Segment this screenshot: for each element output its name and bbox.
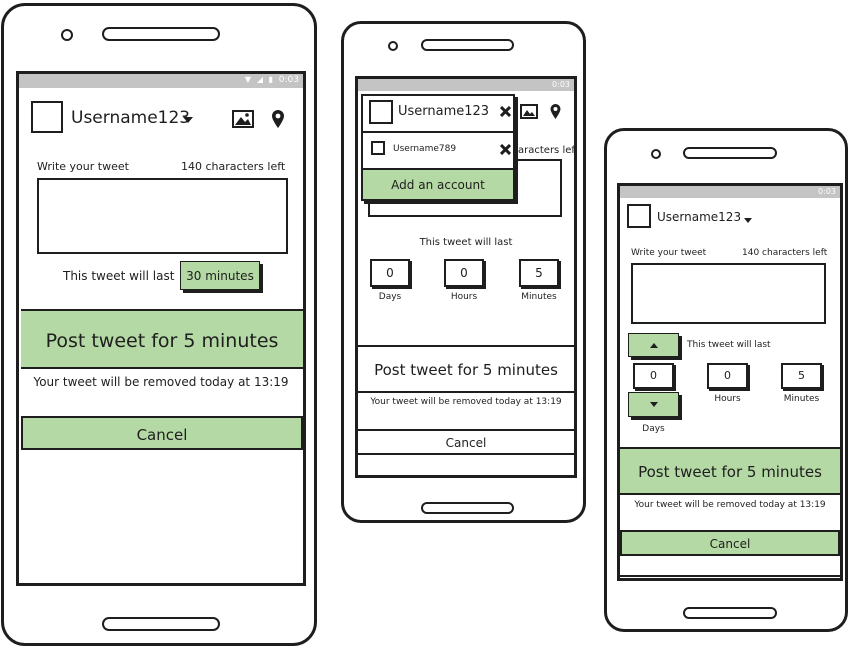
phone-mockup-3: 0:03 Username123 Write your tweet 140 ch… [604, 128, 848, 632]
phone2-screen: 0:03 aracters left This tweet will last … [355, 76, 577, 478]
write-tweet-label: Write your tweet [631, 248, 707, 258]
tweet-textarea[interactable] [37, 178, 288, 254]
minutes-label: Minutes [521, 292, 557, 302]
close-x-icon[interactable] [500, 144, 511, 155]
days-input[interactable]: 0 [633, 363, 674, 389]
arrow-up-button[interactable] [628, 333, 679, 357]
wifi-icon: ▼ [244, 75, 251, 84]
add-account-button[interactable]: Add an account [363, 168, 513, 199]
post-tweet-button[interactable]: Post tweet for 5 minutes [358, 345, 574, 393]
arrow-down-button[interactable] [628, 392, 679, 417]
duration-label: This tweet will last [63, 269, 175, 283]
phone-mockup-2: 0:03 aracters left This tweet will last … [341, 21, 586, 523]
home-button[interactable] [102, 617, 220, 631]
duration-select-button[interactable]: 30 minutes [180, 261, 260, 290]
post-tweet-button[interactable]: Post tweet for 5 minutes [620, 447, 840, 495]
signal-icon: ◢ [256, 75, 263, 84]
other-account-name[interactable]: Username789 [393, 144, 457, 154]
image-icon[interactable] [520, 104, 538, 119]
account-switcher-dropdown: Username123 Username789 Add an account [361, 94, 515, 201]
status-bar: 0:03 [358, 79, 574, 91]
days-label: Days [378, 292, 402, 302]
characters-left-label: 140 characters left [742, 248, 828, 258]
minutes-input[interactable]: 5 [519, 259, 559, 287]
days-input[interactable]: 0 [370, 259, 410, 287]
speaker-grille [102, 27, 220, 41]
minutes-input[interactable]: 5 [781, 363, 822, 389]
location-pin-icon[interactable] [270, 109, 286, 129]
status-bar: ▼ ◢ ▮ 0:03 [19, 74, 303, 88]
home-button[interactable] [683, 607, 777, 619]
days-label: Days [642, 424, 665, 434]
battery-icon: ▮ [268, 75, 273, 84]
post-tweet-button[interactable]: Post tweet for 5 minutes [21, 309, 303, 369]
close-x-icon[interactable] [500, 106, 511, 117]
cancel-button[interactable]: Cancel [358, 429, 574, 455]
home-button[interactable] [421, 502, 514, 514]
divider [620, 575, 840, 577]
camera-icon [388, 41, 398, 51]
speaker-grille [421, 39, 514, 51]
divider [363, 131, 513, 133]
removal-note: Your tweet will be removed today at 13:1… [33, 375, 289, 389]
camera-icon [651, 149, 661, 159]
cancel-button[interactable]: Cancel [21, 416, 303, 450]
dropdown-caret-icon[interactable] [183, 117, 193, 123]
hours-input[interactable]: 0 [444, 259, 484, 287]
arrow-up-icon [650, 343, 658, 348]
avatar[interactable] [369, 100, 393, 124]
camera-icon [61, 29, 73, 41]
phone1-screen: ▼ ◢ ▮ 0:03 Username123 Write your tweet … [16, 71, 306, 586]
duration-label: This tweet will last [419, 237, 513, 248]
image-icon[interactable] [232, 110, 254, 128]
dropdown-caret-icon[interactable] [744, 218, 752, 223]
minutes-label: Minutes [783, 394, 820, 404]
removal-note: Your tweet will be removed today at 13:1… [370, 397, 562, 407]
status-time: 0:03 [818, 187, 836, 196]
status-time: 0:03 [552, 80, 570, 89]
location-pin-icon[interactable] [549, 103, 562, 120]
avatar[interactable] [627, 204, 651, 228]
removal-note: Your tweet will be removed today at 13:1… [634, 500, 826, 510]
write-tweet-label: Write your tweet [37, 160, 129, 173]
username-label[interactable]: Username123 [657, 210, 742, 224]
characters-left-partial: aracters left [518, 145, 577, 156]
avatar[interactable] [31, 101, 63, 133]
phone3-screen: 0:03 Username123 Write your tweet 140 ch… [617, 183, 843, 581]
cancel-button[interactable]: Cancel [620, 530, 840, 556]
phone-mockup-1: ▼ ◢ ▮ 0:03 Username123 Write your tweet … [1, 3, 317, 646]
username-label[interactable]: Username123 [71, 108, 191, 128]
arrow-down-icon [650, 402, 658, 407]
current-account-name[interactable]: Username123 [398, 104, 490, 119]
speaker-grille [683, 147, 777, 159]
hours-label: Hours [450, 292, 478, 302]
hours-label: Hours [714, 394, 741, 404]
avatar[interactable] [371, 141, 385, 155]
characters-left-label: 140 characters left [181, 160, 286, 173]
status-time: 0:03 [278, 75, 299, 85]
hours-input[interactable]: 0 [707, 363, 748, 389]
tweet-textarea[interactable] [631, 263, 826, 324]
status-bar: 0:03 [620, 186, 840, 198]
duration-label: This tweet will last [687, 340, 771, 350]
